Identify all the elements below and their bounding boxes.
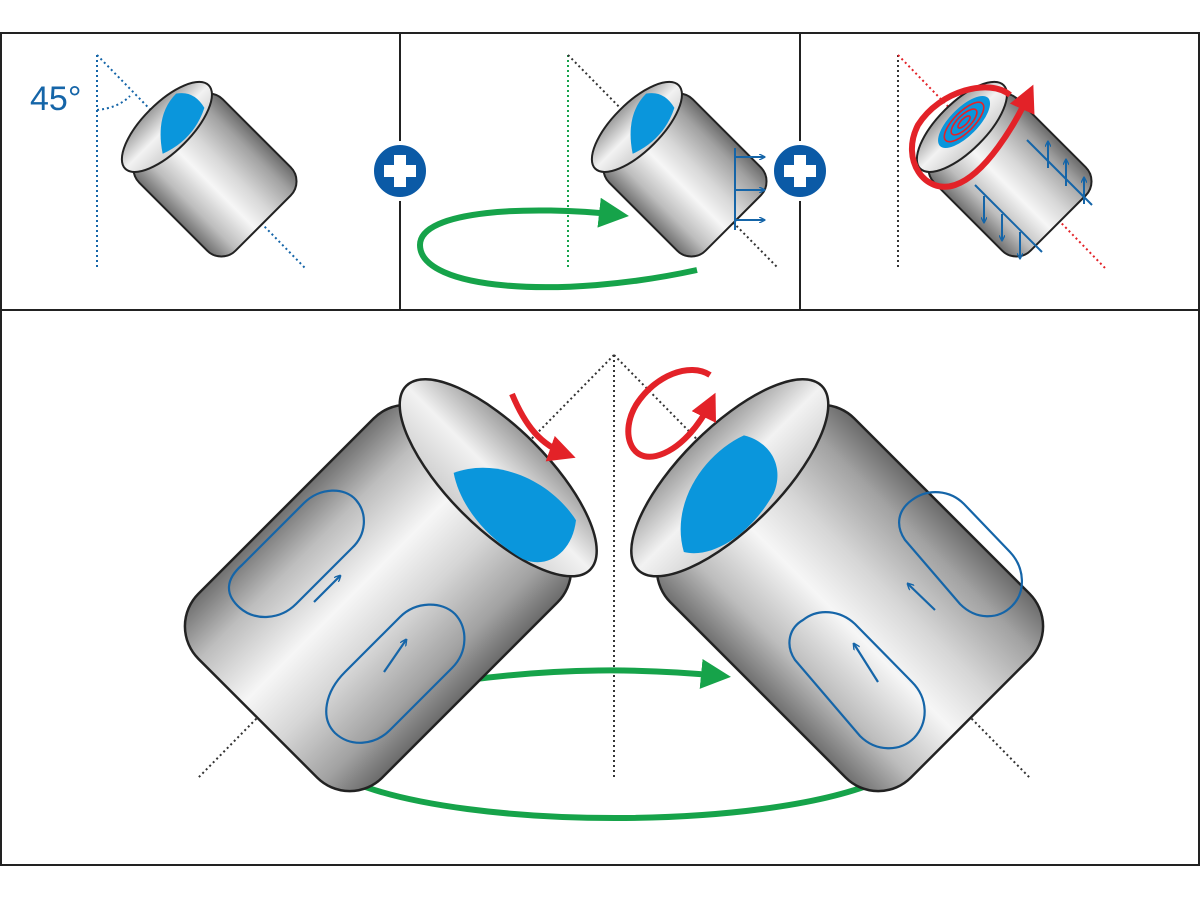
convection-arrow-lower bbox=[854, 644, 879, 683]
right-container bbox=[630, 378, 1045, 793]
flow-arrow-icon bbox=[734, 148, 764, 230]
spin-arrow-icon bbox=[909, 84, 1035, 190]
plus-badge-icon bbox=[770, 141, 830, 201]
tilted-container bbox=[915, 80, 1093, 258]
convection-loop-upper bbox=[227, 489, 365, 619]
bottom-panel-frame bbox=[0, 309, 1200, 866]
tilted-container bbox=[120, 80, 298, 258]
liquid-surface bbox=[160, 93, 205, 154]
convection-loop-lower bbox=[788, 611, 926, 750]
flow-arrow-icon bbox=[227, 489, 466, 744]
liquid-surface bbox=[938, 95, 991, 148]
left-container bbox=[183, 378, 598, 793]
tilted-container bbox=[590, 80, 768, 258]
convection-loop-upper bbox=[898, 491, 1023, 618]
downflow-baseline bbox=[974, 184, 1043, 253]
convection-arrow-lower bbox=[383, 640, 406, 673]
flow-arrow-icon bbox=[788, 491, 1023, 750]
angle-arc bbox=[96, 95, 131, 111]
panel-tilt: 45° bbox=[30, 54, 306, 269]
panel-frames bbox=[0, 32, 1200, 866]
panel-rotate bbox=[897, 54, 1106, 269]
vortex-spiral bbox=[943, 101, 985, 143]
spin-arrow-icon bbox=[625, 367, 716, 460]
liquid-surface bbox=[453, 467, 576, 563]
panel-revolve bbox=[416, 54, 779, 291]
orbit-arrow-icon bbox=[416, 197, 698, 291]
plus-badge-icon bbox=[370, 141, 430, 201]
angle-label: 45° bbox=[30, 80, 81, 118]
liquid-surface bbox=[680, 435, 778, 554]
convection-loop-lower bbox=[325, 603, 466, 744]
panel-combined bbox=[183, 354, 1045, 821]
convection-arrow-upper bbox=[908, 584, 936, 611]
upflow-baseline bbox=[1026, 139, 1093, 206]
spin-arrow-icon bbox=[509, 392, 576, 462]
flow-arrow-icon bbox=[974, 139, 1093, 258]
convection-arrow-upper bbox=[313, 576, 340, 603]
liquid-surface bbox=[630, 93, 675, 154]
orbit-arrow-icon bbox=[467, 659, 731, 689]
orbit-arrow-icon bbox=[350, 779, 879, 821]
